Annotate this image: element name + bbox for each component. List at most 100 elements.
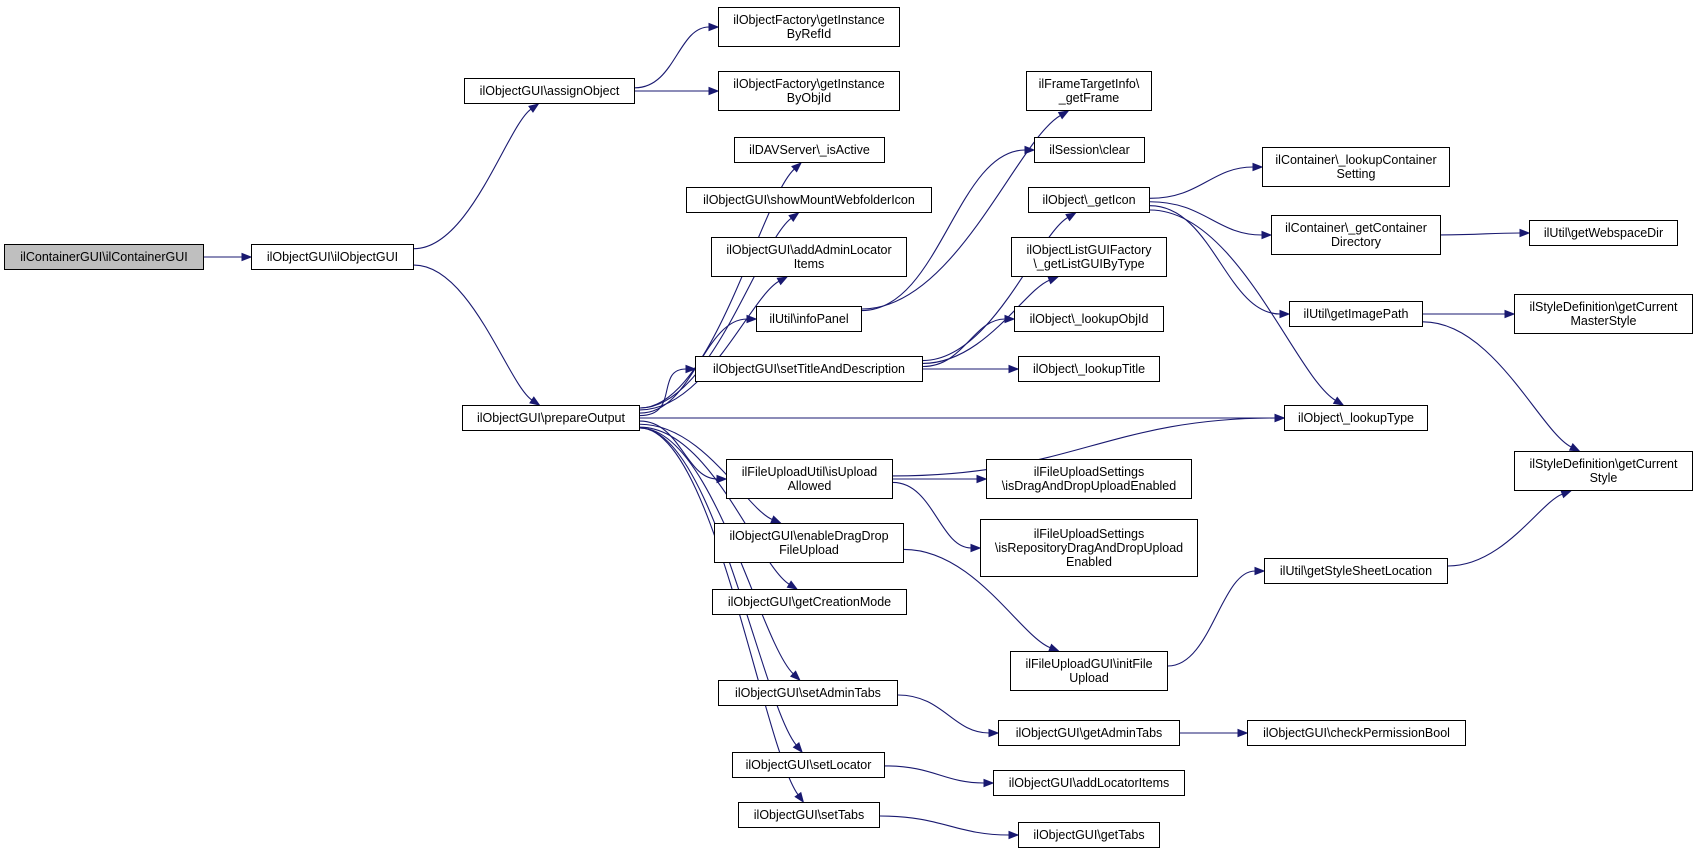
arrowhead [970,543,982,553]
graph-root-node[interactable]: ilContainerGUI\ilContainerGUI [4,244,204,270]
arrowhead [1519,228,1531,238]
graph-node[interactable]: ilObjectGUI\checkPermissionBool [1247,720,1466,746]
call-edge [639,420,718,480]
arrowhead [1504,309,1516,319]
call-edge [861,115,1061,310]
graph-node[interactable]: ilStyleDefinition\getCurrent Style [1514,451,1693,491]
call-edge [634,26,710,89]
graph-node[interactable]: ilSession\clear [1034,137,1145,163]
graph-node[interactable]: ilObjectListGUIFactory \_getListGUIByTyp… [1011,237,1167,277]
arrowhead [708,86,720,96]
call-edge [1167,570,1256,667]
call-edge [922,217,1069,362]
arrowhead [1279,309,1291,319]
arrowhead [1237,728,1249,738]
arrowhead [708,22,720,32]
graph-node[interactable]: ilObjectGUI\addLocatorItems [993,770,1185,796]
arrowhead [794,791,805,804]
call-edge [903,548,1051,649]
arrowhead [1065,212,1077,222]
arrowhead [976,474,988,484]
call-edge [879,815,1010,836]
call-edge [922,279,1050,364]
arrowhead [791,162,802,173]
call-edge [897,694,990,734]
arrowhead [1047,276,1060,285]
arrowhead [1024,145,1036,155]
graph-node[interactable]: ilObjectFactory\getInstance ByRefId [718,7,900,47]
graph-node[interactable]: ilContainer\_lookupContainer Setting [1262,147,1450,187]
arrowhead [685,364,697,374]
graph-node[interactable]: ilObjectGUI\showMountWebfolderIcon [686,187,932,213]
arrowhead [1254,566,1266,576]
graph-node[interactable]: ilObject\_getIcon [1028,187,1150,213]
arrowhead [776,276,789,286]
graph-node[interactable]: ilObject\_lookupTitle [1018,356,1160,382]
call-edge [639,280,780,411]
graph-node[interactable]: ilStyleDefinition\getCurrent MasterStyle [1514,294,1693,334]
arrowhead [789,670,801,681]
arrowhead [1560,490,1573,499]
arrowhead [788,212,800,223]
call-edge [1149,166,1254,199]
call-edge [1440,232,1521,236]
graph-node[interactable]: ilFileUploadSettings \isRepositoryDragAn… [980,519,1198,577]
graph-node[interactable]: ilUtil\getWebspaceDir [1529,220,1678,246]
graph-node[interactable]: ilObject\_lookupType [1284,405,1428,431]
call-edge [639,217,792,409]
arrowhead [786,580,799,590]
arrowhead [716,474,728,484]
graph-node[interactable]: ilFileUploadGUI\initFile Upload [1010,651,1168,691]
graph-node[interactable]: ilFrameTargetInfo\ _getFrame [1026,71,1152,111]
arrowhead [1332,396,1345,406]
call-edge [1447,493,1563,567]
arrowhead [1274,413,1286,423]
arrowhead [1057,110,1070,120]
graph-node[interactable]: ilObjectGUI\getCreationMode [712,589,907,615]
graph-node[interactable]: ilObjectGUI\getAdminTabs [998,720,1180,746]
call-edge [1149,205,1281,315]
arrowhead [528,103,540,113]
call-edge [1422,321,1572,448]
call-edge [1149,209,1336,401]
graph-node[interactable]: ilObjectGUI\setTabs [738,802,880,828]
arrowhead [1004,314,1016,324]
call-edge [861,149,1026,312]
graph-node[interactable]: ilObjectGUI\setLocator [732,752,885,778]
call-edge [413,108,532,250]
graph-node[interactable]: ilFileUploadSettings \isDragAndDropUploa… [986,459,1192,499]
arrowhead [746,314,758,324]
graph-node[interactable]: ilObjectGUI\getTabs [1018,822,1160,848]
arrowhead [1261,230,1273,240]
arrowhead [770,515,782,524]
graph-node[interactable]: ilObjectGUI\setTitleAndDescription [695,356,923,382]
call-edge [639,368,687,417]
arrowhead [241,252,253,262]
arrowhead [983,778,995,788]
graph-node[interactable]: ilContainer\_getContainer Directory [1271,215,1441,255]
call-edge [922,318,1006,368]
call-edge [892,481,972,549]
graph-node[interactable]: ilUtil\getImagePath [1289,301,1423,327]
call-edge [639,423,773,521]
graph-node[interactable]: ilDAVServer\_isActive [734,137,885,163]
call-edge [639,427,797,746]
call-edge [884,765,985,784]
graph-node[interactable]: ilUtil\getStyleSheetLocation [1264,558,1448,584]
arrowhead [1568,442,1581,452]
graph-node[interactable]: ilObjectGUI\setAdminTabs [718,680,898,706]
arrowhead [792,741,803,754]
arrowhead [1008,364,1020,374]
graph-node[interactable]: ilObjectGUI\enableDragDrop FileUpload [714,523,904,563]
graph-node[interactable]: ilObjectGUI\ilObjectGUI [251,244,414,270]
graph-node[interactable]: ilObjectFactory\getInstance ByObjId [718,71,900,111]
arrowhead [1008,830,1020,840]
graph-node[interactable]: ilObjectGUI\addAdminLocator Items [711,237,907,277]
graph-node[interactable]: ilFileUploadUtil\isUpload Allowed [726,459,893,499]
graph-node[interactable]: ilUtil\infoPanel [756,306,862,332]
arrowhead [1048,643,1060,652]
graph-node[interactable]: ilObject\_lookupObjId [1014,306,1164,332]
graph-node[interactable]: ilObjectGUI\assignObject [464,78,635,104]
graph-node[interactable]: ilObjectGUI\prepareOutput [462,405,640,431]
